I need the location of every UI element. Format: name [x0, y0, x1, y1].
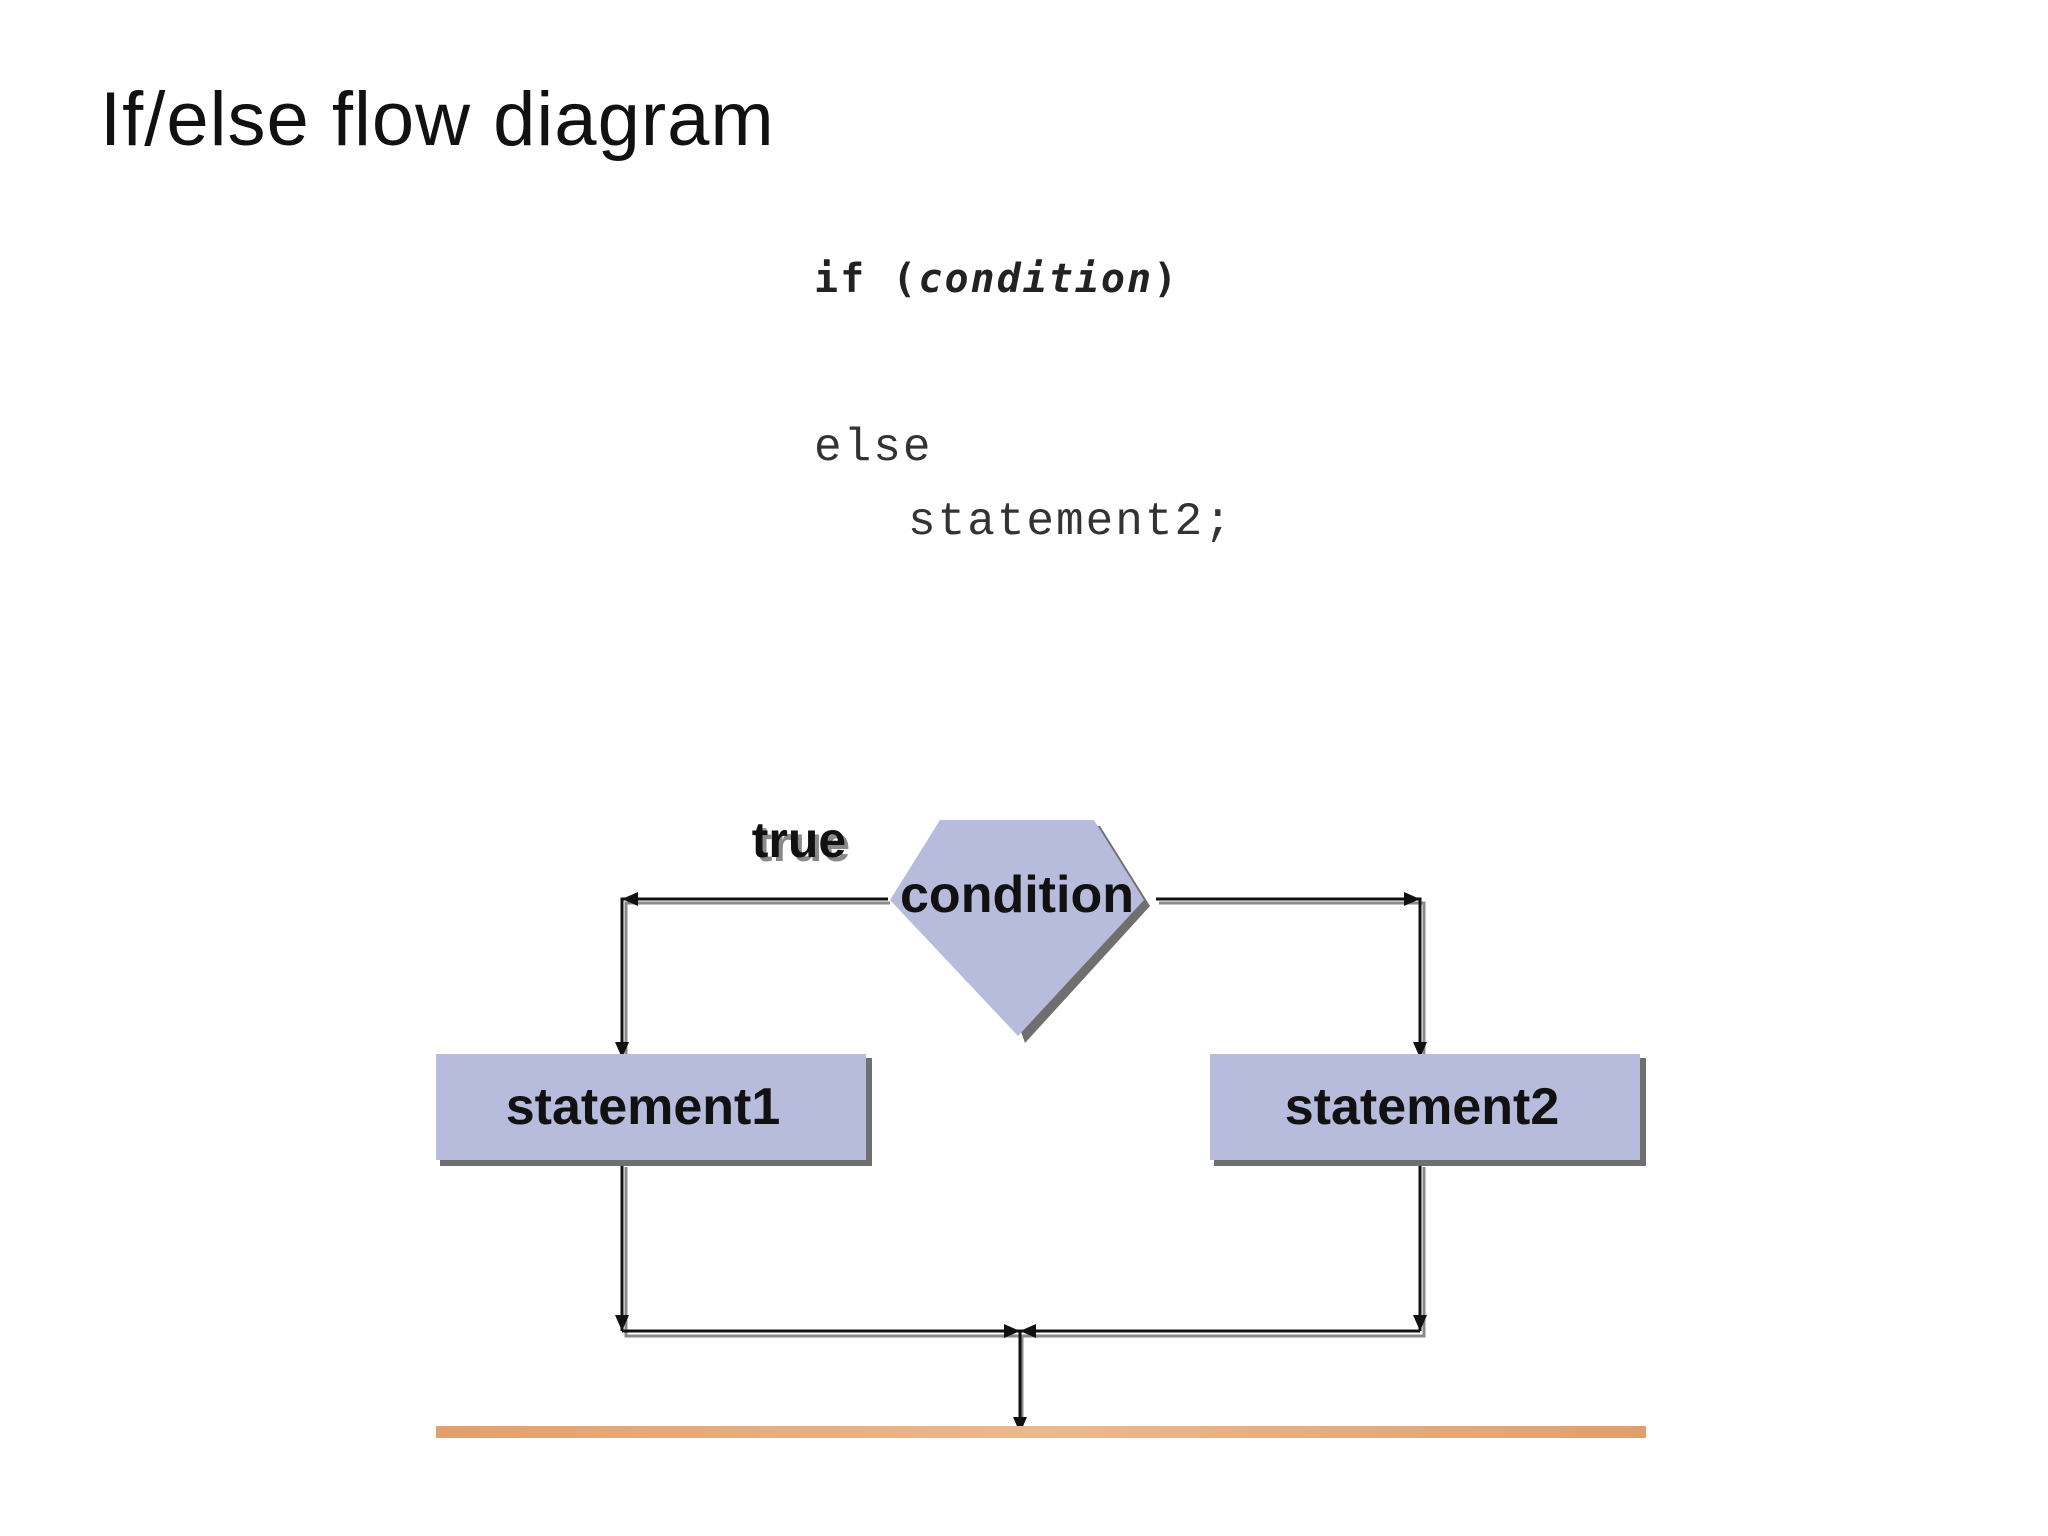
code-statement2-line: statement2; [908, 496, 1234, 548]
arrow-exit-head [1013, 1417, 1027, 1433]
connector-shadows [624, 901, 1426, 1432]
arrow-statement1-head [615, 1042, 629, 1058]
arrow-merge-center-right-head [1020, 1324, 1036, 1338]
statement2-box: statement2 [1210, 1054, 1646, 1166]
statement1-box-fill [436, 1054, 866, 1160]
condition-decision: condition [890, 820, 1150, 1043]
statement2-label: statement2 [1285, 1078, 1560, 1136]
true-label-shadow: true [756, 816, 850, 872]
arrow-merge-left-head [615, 1315, 629, 1331]
false-branch-line [1156, 897, 1422, 1048]
statement2-box-fill [1210, 1054, 1640, 1160]
arrow-statement2-head [1413, 1042, 1427, 1058]
arrowheads [615, 892, 1427, 1433]
statement1-label: statement1 [506, 1078, 781, 1136]
arrow-right-head [1404, 892, 1420, 906]
condition-label: condition [900, 866, 1134, 924]
condition-diamond [890, 820, 1144, 1036]
true-label: true [752, 812, 846, 868]
statement1-box: statement1 [436, 1054, 872, 1166]
arrow-merge-right-head [1413, 1315, 1427, 1331]
code-open-paren: ( [892, 256, 919, 302]
true-branch-line [620, 897, 888, 1048]
floor-bar [436, 1426, 1646, 1438]
code-if-keyword: if [814, 256, 867, 302]
arrow-merge-center-left-head [1004, 1324, 1020, 1338]
code-close-paren: ) [1153, 256, 1180, 302]
code-condition: condition [918, 256, 1154, 302]
slide-title: If/else flow diagram [100, 77, 775, 162]
arrow-left-head [622, 892, 638, 906]
code-if-line: if (condition) [814, 256, 1179, 302]
code-else-line: else [814, 422, 933, 474]
